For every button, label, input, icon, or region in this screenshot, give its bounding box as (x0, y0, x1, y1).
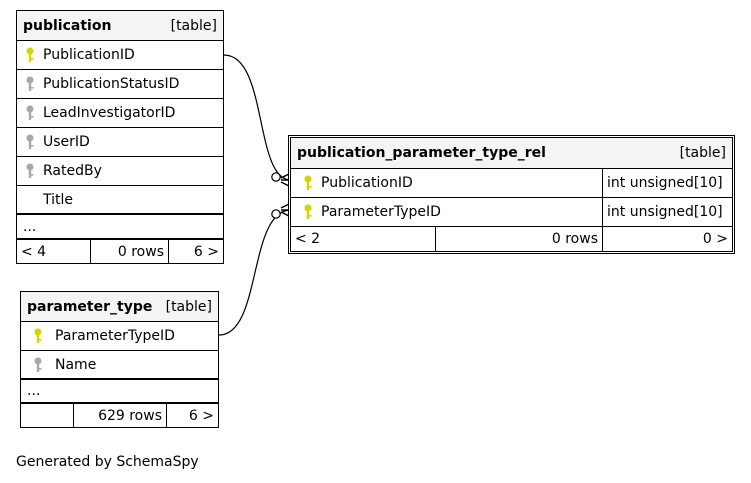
primary-key-icon (23, 46, 37, 64)
column-row[interactable]: ParameterTypeID int unsigned[10] (291, 198, 732, 227)
table-footer: < 2 0 rows 0 > (291, 227, 732, 251)
crowfoot-marker-1 (271, 172, 292, 188)
column-row[interactable]: LeadInvestigatorID (17, 99, 223, 128)
column-type: int unsigned[10] (607, 175, 723, 191)
parents-count[interactable]: < 2 (291, 227, 436, 251)
column-row[interactable]: PublicationStatusID (17, 70, 223, 99)
edge-parameter-type-to-rel (218, 209, 292, 336)
table-header[interactable]: publication [table] (17, 11, 223, 41)
table-tag: [table] (170, 17, 217, 34)
table-tag: [table] (679, 145, 726, 161)
parents-count[interactable]: < 4 (17, 240, 91, 263)
column-name: LeadInvestigatorID (43, 105, 176, 121)
column-name: PublicationStatusID (43, 76, 180, 92)
ellipsis: ... (23, 218, 37, 235)
column-row[interactable]: PublicationID int unsigned[10] (291, 169, 732, 198)
table-header[interactable]: parameter_type [table] (21, 292, 218, 322)
foreign-key-icon (31, 356, 45, 374)
column-name: PublicationID (43, 47, 135, 63)
foreign-key-icon (23, 75, 37, 93)
column-row[interactable]: PublicationID (17, 41, 223, 70)
table-footer: 629 rows 6 > (21, 403, 218, 427)
table-footer: < 4 0 rows 6 > (17, 239, 223, 263)
column-row[interactable]: Name (21, 351, 218, 380)
column-row[interactable]: UserID (17, 128, 223, 157)
foreign-key-icon (23, 104, 37, 122)
column-name: ParameterTypeID (55, 328, 175, 344)
more-columns-row[interactable]: ... (17, 215, 223, 239)
row-count: 0 rows (436, 227, 603, 251)
column-row[interactable]: ParameterTypeID (21, 322, 218, 351)
children-count[interactable]: 6 > (193, 243, 219, 260)
column-name: Title (43, 191, 74, 208)
primary-key-icon (301, 203, 315, 221)
table-header[interactable]: publication_parameter_type_rel [table] (291, 138, 732, 169)
table-publication[interactable]: publication [table] PublicationID Public… (16, 10, 224, 264)
table-name: parameter_type (27, 298, 153, 315)
table-publication-parameter-type-rel[interactable]: publication_parameter_type_rel [table] P… (288, 135, 735, 254)
table-name: publication_parameter_type_rel (297, 145, 546, 161)
table-tag: [table] (165, 298, 212, 315)
parents-count[interactable] (21, 404, 74, 427)
primary-key-icon (301, 174, 315, 192)
foreign-key-icon (23, 133, 37, 151)
more-columns-row[interactable]: ... (21, 380, 218, 403)
row-count: 629 rows (74, 404, 167, 427)
column-type: int unsigned[10] (607, 204, 723, 220)
ellipsis: ... (27, 383, 41, 399)
primary-key-icon (31, 327, 45, 345)
foreign-key-icon (23, 162, 37, 180)
column-name: PublicationID (321, 175, 413, 191)
column-row[interactable]: Title (17, 186, 223, 215)
column-name: UserID (43, 134, 90, 150)
column-name: Name (55, 356, 97, 373)
children-count[interactable]: 6 > (188, 407, 214, 424)
column-name: RatedBy (43, 163, 102, 179)
column-row[interactable]: RatedBy (17, 157, 223, 186)
table-name: publication (23, 17, 112, 34)
column-name: ParameterTypeID (321, 204, 441, 220)
children-count[interactable]: 0 > (702, 231, 728, 247)
row-count: 0 rows (91, 240, 169, 263)
table-parameter-type[interactable]: parameter_type [table] ParameterTypeID N… (20, 291, 219, 428)
generated-by-note: Generated by SchemaSpy (16, 454, 199, 470)
edge-publication-to-rel (223, 54, 292, 181)
